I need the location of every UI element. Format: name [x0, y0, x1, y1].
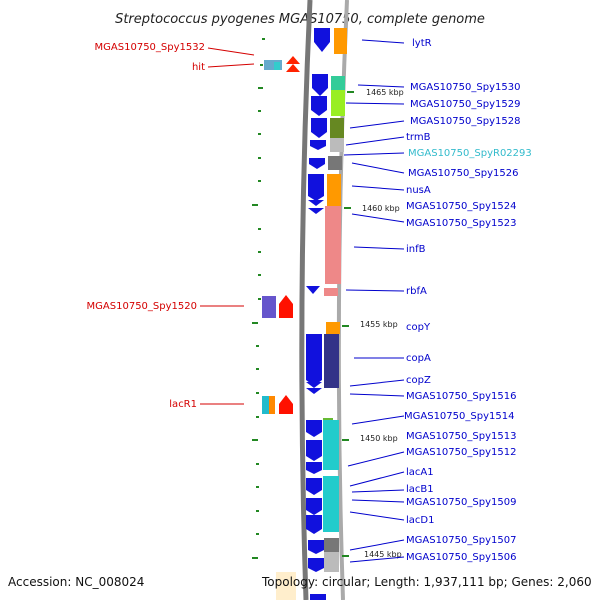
gene-block-1514	[306, 420, 322, 437]
gene-label[interactable]: MGAS10750_Spy1532	[95, 42, 205, 53]
feature-color-column	[323, 28, 347, 572]
kbp-label: 1460 kbp	[362, 204, 400, 213]
gene-label[interactable]: MGAS10750_Spy1506	[406, 552, 516, 563]
gene-label[interactable]: MGAS10750_Spy1513	[406, 431, 516, 442]
topology-text: Topology: circular; Length: 1,937,111 bp…	[261, 575, 592, 589]
gene-label[interactable]: MGAS10750_Spy1509	[406, 497, 516, 508]
gene-block-1529	[311, 96, 327, 116]
gene-label[interactable]: MGAS10750_SpyR02293	[408, 148, 532, 159]
gene-label[interactable]: MGAS10750_Spy1507	[406, 535, 516, 546]
reverse-strand-genes	[262, 56, 300, 414]
gene-label[interactable]: MGAS10750_Spy1528	[410, 116, 520, 127]
gene-block-nusA	[308, 174, 324, 201]
gene-block-1506	[308, 558, 324, 572]
gene-block-1523	[308, 208, 324, 214]
gene-label[interactable]: MGAS10750_Spy1512	[406, 447, 516, 458]
gene-label[interactable]: infB	[406, 244, 426, 255]
right-gene-label-text: lytR MGAS10750_Spy1530 MGAS10750_Spy1529…	[404, 38, 532, 563]
gene-label[interactable]: lacR1	[169, 399, 197, 410]
gene-label[interactable]: copZ	[406, 375, 431, 386]
gene-label[interactable]: MGAS10750_Spy1523	[406, 218, 516, 229]
kbp-label: 1465 kbp	[366, 88, 404, 97]
kbp-label: 1445 kbp	[364, 550, 402, 559]
gene-label[interactable]: lacD1	[406, 515, 434, 526]
gene-label[interactable]: MGAS10750_Spy1520	[87, 301, 197, 312]
gene-label[interactable]: lacA1	[406, 467, 434, 478]
kbp-label: 1455 kbp	[360, 320, 398, 329]
gene-block-1526	[309, 158, 325, 169]
gene-label[interactable]: copA	[406, 353, 431, 364]
gene-label[interactable]: rbfA	[406, 286, 427, 297]
gene-block-1512	[306, 462, 322, 474]
left-gene-label-text: MGAS10750_Spy1532 hit MGAS10750_Spy1520 …	[87, 42, 206, 410]
gene-block-copZ	[306, 382, 322, 388]
gene-block-lacD1	[306, 515, 322, 534]
gene-label[interactable]: MGAS10750_Spy1524	[406, 201, 516, 212]
gene-label[interactable]: trmB	[406, 132, 431, 143]
gene-label[interactable]: nusA	[406, 185, 431, 196]
gene-label[interactable]: MGAS10750_Spy1516	[406, 391, 516, 402]
gene-block-copA	[306, 334, 322, 386]
gene-block-lacB1	[306, 498, 322, 515]
gene-label[interactable]: MGAS10750_Spy1526	[408, 168, 518, 179]
gene-block-1524	[308, 200, 324, 206]
kbp-label: 1450 kbp	[360, 434, 398, 443]
gene-label[interactable]: lacB1	[406, 484, 434, 495]
footer-highlight	[276, 572, 296, 600]
gene-block-1528	[311, 118, 327, 138]
kbp-labels: 1465 kbp 1460 kbp 1455 kbp 1450 kbp 1445…	[360, 88, 404, 559]
gene-block-rbfA	[306, 286, 320, 294]
gene-block-1507	[308, 540, 324, 554]
gene-label[interactable]: MGAS10750_Spy1529	[410, 99, 520, 110]
gene-label[interactable]: hit	[192, 62, 205, 73]
gene-block-1530	[312, 74, 328, 96]
forward-strand-genes	[306, 28, 330, 600]
gene-block-lytR	[314, 28, 330, 52]
gene-block-trmB	[310, 140, 326, 150]
gene-block-lacA1	[306, 478, 322, 495]
accession-text: Accession: NC_008024	[8, 575, 144, 589]
map-title: Streptococcus pyogenes MGAS10750, comple…	[115, 12, 485, 27]
ruler-ticks	[252, 38, 354, 559]
gene-label[interactable]: copY	[406, 322, 431, 333]
gene-block-1516	[306, 388, 322, 394]
right-gene-labels	[343, 39, 405, 563]
gene-block-1513	[306, 440, 322, 461]
gene-label[interactable]: lytR	[412, 38, 432, 49]
left-gene-leaders	[200, 47, 255, 405]
gene-label[interactable]: MGAS10750_Spy1514	[404, 411, 514, 422]
gene-block-tail	[310, 594, 326, 600]
gene-label[interactable]: MGAS10750_Spy1530	[410, 82, 520, 93]
